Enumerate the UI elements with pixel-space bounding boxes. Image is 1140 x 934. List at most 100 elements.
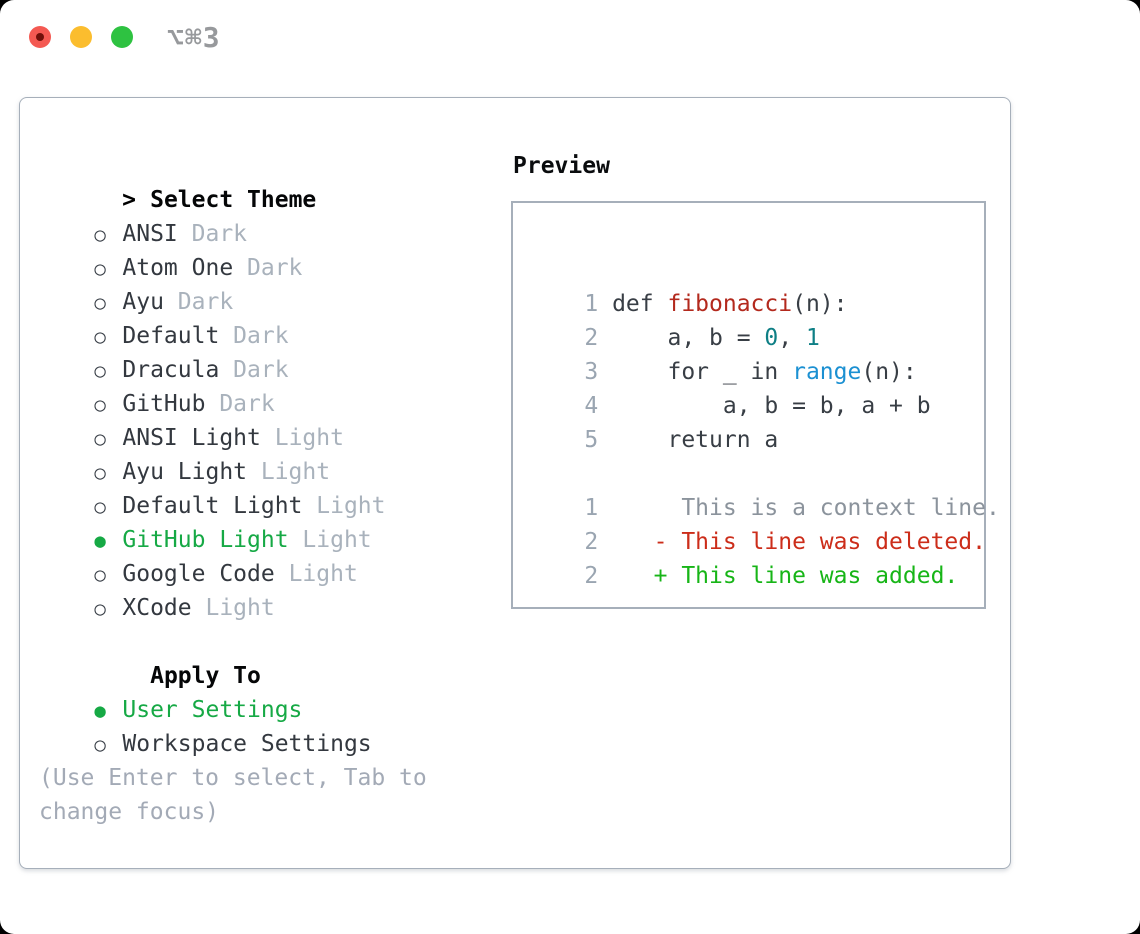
code-line: 3 for _ in range(n):: [529, 321, 984, 385]
theme-list-header-row: >Select Theme: [39, 149, 479, 213]
theme-name: Ayu: [122, 289, 164, 315]
theme-variant: Light: [302, 527, 372, 553]
radio-icon: ○: [94, 428, 106, 450]
code-segment-added: + This line was added.: [612, 563, 959, 589]
focus-cursor-marker: >: [122, 187, 136, 213]
radio-icon: ○: [94, 564, 106, 586]
radio-icon: ○: [94, 462, 106, 484]
code-text: + This line was added.: [612, 563, 959, 589]
code-line: 2 + This line was added.: [529, 525, 984, 589]
theme-name: GitHub Light: [122, 527, 289, 553]
code-segment-code: a, b =: [612, 325, 765, 351]
code-text: return a: [612, 427, 778, 453]
code-segment-deleted: - This line was deleted.: [612, 529, 986, 555]
code-segment-builtin: range: [792, 359, 862, 385]
code-text: a, b = b, a + b: [612, 393, 931, 419]
code-segment-num: 0: [764, 325, 779, 351]
theme-name: ANSI: [122, 221, 178, 247]
code-segment-code: for _ in: [612, 359, 793, 385]
theme-option[interactable]: ○ Atom One Dark: [39, 217, 479, 281]
radio-icon: ●: [94, 530, 106, 552]
line-number: 1: [584, 291, 599, 317]
code-text: a, b = 0, 1: [612, 325, 820, 351]
theme-name: Dracula: [122, 357, 220, 383]
theme-name: Default Light: [122, 493, 303, 519]
code-line: 4 a, b = b, a + b: [529, 355, 984, 419]
theme-name: Ayu Light: [122, 459, 248, 485]
radio-icon: ○: [94, 598, 106, 620]
radio-icon: ○: [94, 258, 106, 280]
theme-option[interactable]: ○ Google Code Light: [39, 523, 479, 587]
radio-icon: ○: [94, 394, 106, 416]
code-segment-code: return a: [612, 427, 779, 453]
code-line: 2 - This line was deleted.: [529, 491, 986, 555]
radio-icon: ○: [94, 224, 106, 246]
code-line: 5 return a: [529, 389, 984, 453]
theme-variant: Dark: [233, 323, 289, 349]
theme-variant: Dark: [191, 221, 248, 247]
code-segment-num: 1: [805, 325, 820, 351]
radio-icon: ○: [94, 734, 106, 756]
line-number: 5: [584, 427, 599, 453]
theme-option[interactable]: ○ ANSI Dark: [39, 183, 479, 247]
code-text: for _ in range(n):: [612, 359, 917, 385]
theme-option[interactable]: ● GitHub Light Light: [39, 489, 479, 553]
code-segment-context: This is a context line.: [612, 495, 1000, 521]
radio-icon: ○: [94, 496, 106, 518]
code-segment-code: (n):: [792, 291, 848, 317]
theme-variant: Light: [260, 459, 331, 485]
theme-variant: Dark: [247, 255, 303, 281]
theme-name: XCode: [122, 595, 192, 621]
line-number: 2: [584, 563, 599, 589]
theme-variant: Light: [288, 561, 358, 587]
apply-to-header-row: Apply To: [39, 625, 479, 689]
theme-variant: Dark: [177, 289, 234, 315]
apply-to-list: ●User Settings ○ Workspace Settings: [39, 659, 479, 757]
code-segment-code: def: [612, 291, 668, 317]
apply-option[interactable]: ●User Settings: [39, 659, 479, 723]
radio-icon: ○: [94, 360, 106, 382]
theme-option[interactable]: ○ Ayu Light Light: [39, 421, 479, 485]
line-number: 1: [584, 495, 599, 521]
line-number: 3: [584, 359, 599, 385]
line-number: 2: [584, 529, 599, 555]
code-segment-code: ,: [778, 325, 806, 351]
traffic-light-zoom-button[interactable]: [111, 26, 133, 48]
theme-variant: Light: [274, 425, 344, 451]
titlebar: ⌥⌘3: [0, 0, 1140, 80]
window-title: ⌥⌘3: [167, 21, 221, 54]
theme-name: Google Code: [122, 561, 275, 587]
unsaved-indicator-dot: [36, 33, 44, 41]
theme-variant: Dark: [219, 391, 275, 417]
code-segment-func: fibonacci: [667, 291, 793, 317]
theme-name: Default: [122, 323, 220, 349]
radio-icon: ●: [94, 700, 106, 722]
code-line: 1 This is a context line.: [529, 457, 999, 521]
theme-variant: Light: [205, 595, 275, 621]
theme-name: GitHub: [122, 391, 206, 417]
theme-variant: Light: [316, 493, 386, 519]
code-segment-code: (n):: [861, 359, 917, 385]
theme-option[interactable]: ○ Dracula Dark: [39, 319, 479, 383]
theme-option[interactable]: ○ Default Light Light: [39, 455, 479, 519]
traffic-light-close-button[interactable]: [29, 26, 51, 48]
line-number: 4: [584, 393, 599, 419]
theme-variant: Dark: [233, 357, 289, 383]
theme-option[interactable]: ○ GitHub Dark: [39, 353, 479, 417]
theme-option[interactable]: ○ XCode Light: [39, 557, 479, 621]
code-segment-code: a, b = b, a + b: [612, 393, 931, 419]
apply-label: Workspace Settings: [122, 731, 372, 757]
traffic-light-minimize-button[interactable]: [70, 26, 92, 48]
theme-name: Atom One: [122, 255, 234, 281]
line-number: 2: [584, 325, 599, 351]
apply-option[interactable]: ○ Workspace Settings: [39, 693, 479, 757]
theme-option[interactable]: ○ Ayu Dark: [39, 251, 479, 315]
code-text: - This line was deleted.: [612, 529, 986, 555]
